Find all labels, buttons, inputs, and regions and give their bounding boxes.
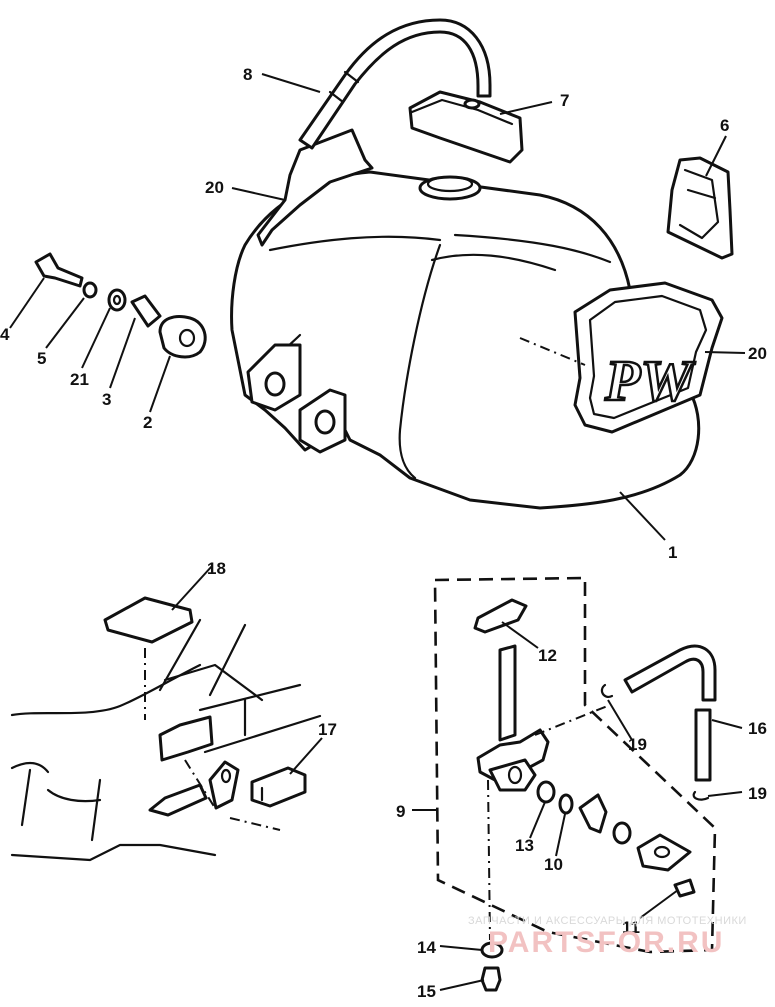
callout-13: 13 [515,836,534,855]
callout-12: 12 [538,646,557,665]
fuel-tank [230,170,701,510]
frame-section [10,618,322,862]
leader-lines [9,73,746,991]
callout-numbers: 8 7 6 20 20 1 4 5 21 3 2 18 17 12 19 16 … [0,65,767,1001]
mounting-hardware [34,252,207,359]
alignment-lines [144,337,611,941]
callout-4: 4 [0,325,10,344]
callout-1: 1 [668,543,677,562]
callout-19-bottom: 19 [748,784,767,803]
fuel-cap [408,90,524,164]
callout-17: 17 [318,720,337,739]
rubber-pad [250,766,307,808]
callout-16: 16 [748,719,767,738]
breather-hose [298,18,492,150]
callout-10: 10 [544,855,563,874]
callout-14: 14 [417,938,436,957]
callout-21: 21 [70,370,89,389]
callout-19-top: 19 [628,735,647,754]
callout-20-right: 20 [748,344,767,363]
callout-6: 6 [720,116,729,135]
callout-18: 18 [207,559,226,578]
pw-emblem: PW [573,281,724,434]
emblem-text: PW [604,348,695,413]
callout-2: 2 [143,413,152,432]
callout-5: 5 [37,349,46,368]
watermark: ЗАПЧАСТИ И АКСЕССУАРЫ ДЛЯ МОТОТЕХНИКИ PA… [468,915,747,959]
watermark-caption: ЗАПЧАСТИ И АКСЕССУАРЫ ДЛЯ МОТОТЕХНИКИ [468,915,747,927]
callout-11: 11 [622,918,640,937]
callout-9: 9 [396,802,405,821]
watermark-brand: PARTSFOR.RU [488,926,724,959]
gasket [666,156,734,260]
callout-15: 15 [417,982,436,1001]
fuel-hose [600,644,717,801]
callout-7: 7 [560,91,569,110]
callout-3: 3 [102,390,111,409]
fuel-cock [473,598,696,992]
foam-pad [103,596,194,644]
side-cover-panel [256,128,374,247]
callout-8: 8 [243,65,252,84]
callout-20-left: 20 [205,178,224,197]
